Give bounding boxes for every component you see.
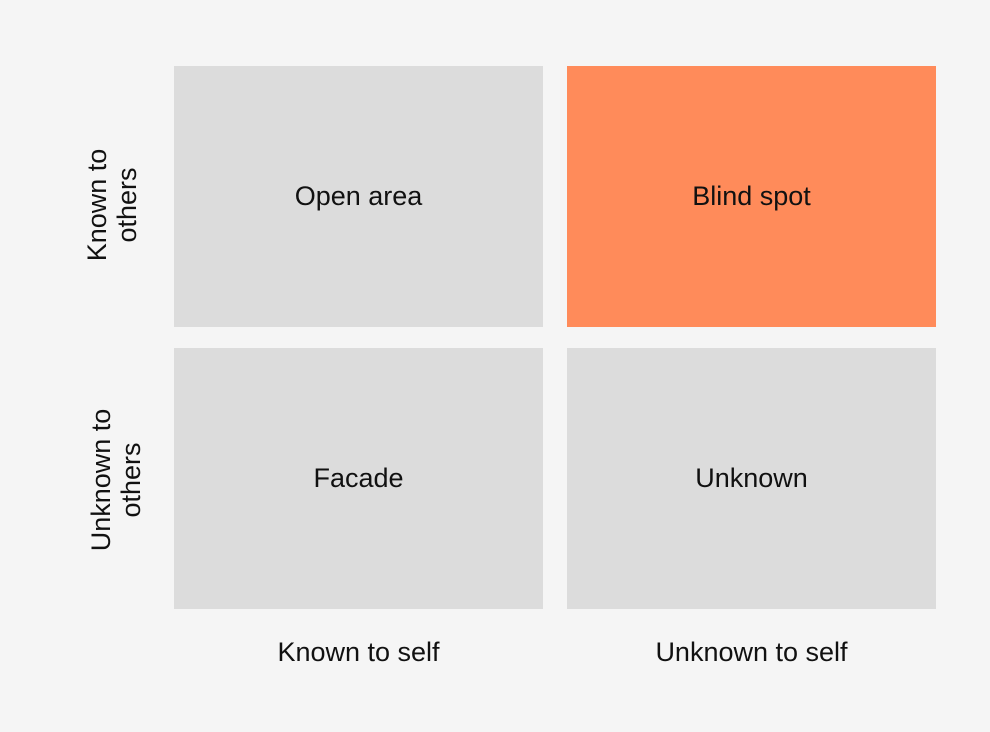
quadrant-facade: Facade [174,348,543,609]
quadrant-unknown: Unknown [567,348,936,609]
row-label-unknown-to-others-text: Unknown to others [86,408,146,552]
row-label-known-to-others-text: Known to others [82,148,142,262]
quadrant-facade-label: Facade [313,463,404,494]
quadrant-blind-spot: Blind spot [567,66,936,327]
row-label-known-to-others: Known to others [72,95,152,315]
row-label-unknown-to-others: Unknown to others [76,370,156,590]
quadrant-open-area-label: Open area [294,181,423,212]
quadrant-open-area: Open area [174,66,543,327]
quadrant-unknown-label: Unknown [695,463,808,494]
quadrant-blind-spot-label: Blind spot [692,181,811,212]
column-label-known-to-self: Known to self [277,637,440,667]
column-label-unknown-to-self: Unknown to self [655,637,848,667]
